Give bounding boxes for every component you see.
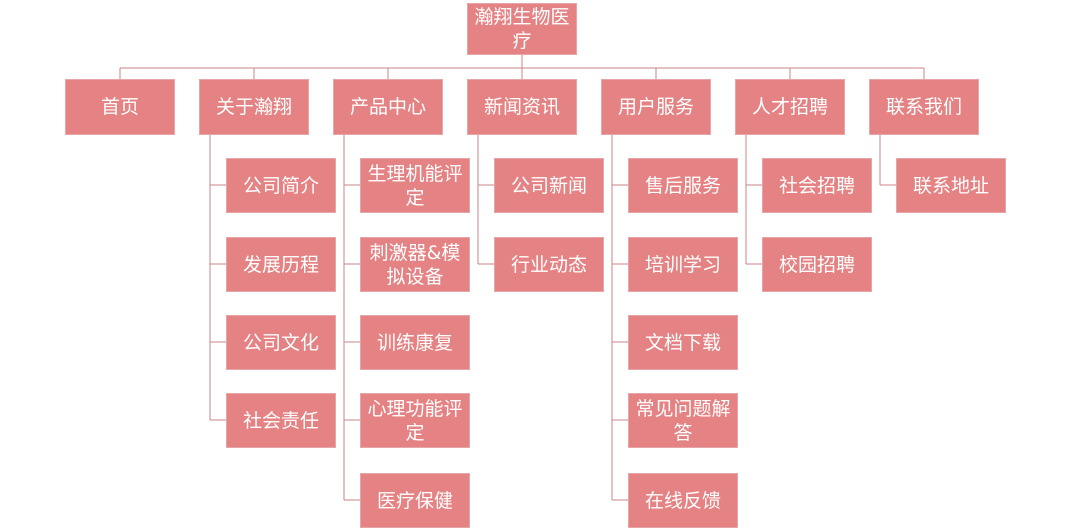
node-user-service: 用户服务 — [601, 79, 711, 135]
root-node: 瀚翔生物医疗 — [467, 3, 577, 55]
node-stimulator: 刺激器&模拟设备 — [360, 237, 470, 292]
node-company-news: 公司新闻 — [494, 158, 604, 213]
node-faq: 常见问题解答 — [628, 393, 738, 448]
node-contact-address: 联系地址 — [896, 158, 1006, 213]
node-social-responsibility: 社会责任 — [226, 393, 336, 448]
node-campus-recruitment: 校园招聘 — [762, 237, 872, 292]
node-culture: 公司文化 — [226, 315, 336, 370]
node-healthcare: 医疗保健 — [360, 473, 470, 528]
node-history: 发展历程 — [226, 237, 336, 292]
node-feedback: 在线反馈 — [628, 473, 738, 528]
node-products: 产品中心 — [333, 79, 443, 135]
node-company-profile: 公司简介 — [226, 158, 336, 213]
node-social-recruitment: 社会招聘 — [762, 158, 872, 213]
node-downloads: 文档下载 — [628, 315, 738, 370]
node-home: 首页 — [65, 79, 175, 135]
node-psych-eval: 心理功能评定 — [360, 393, 470, 448]
node-after-sales: 售后服务 — [628, 158, 738, 213]
node-industry-news: 行业动态 — [494, 237, 604, 292]
node-training: 培训学习 — [628, 237, 738, 292]
node-physiology-eval: 生理机能评定 — [360, 158, 470, 213]
node-news: 新闻资讯 — [467, 79, 577, 135]
node-rehab-training: 训练康复 — [360, 315, 470, 370]
node-contact: 联系我们 — [869, 79, 979, 135]
node-recruitment: 人才招聘 — [735, 79, 845, 135]
node-about: 关于瀚翔 — [199, 79, 309, 135]
